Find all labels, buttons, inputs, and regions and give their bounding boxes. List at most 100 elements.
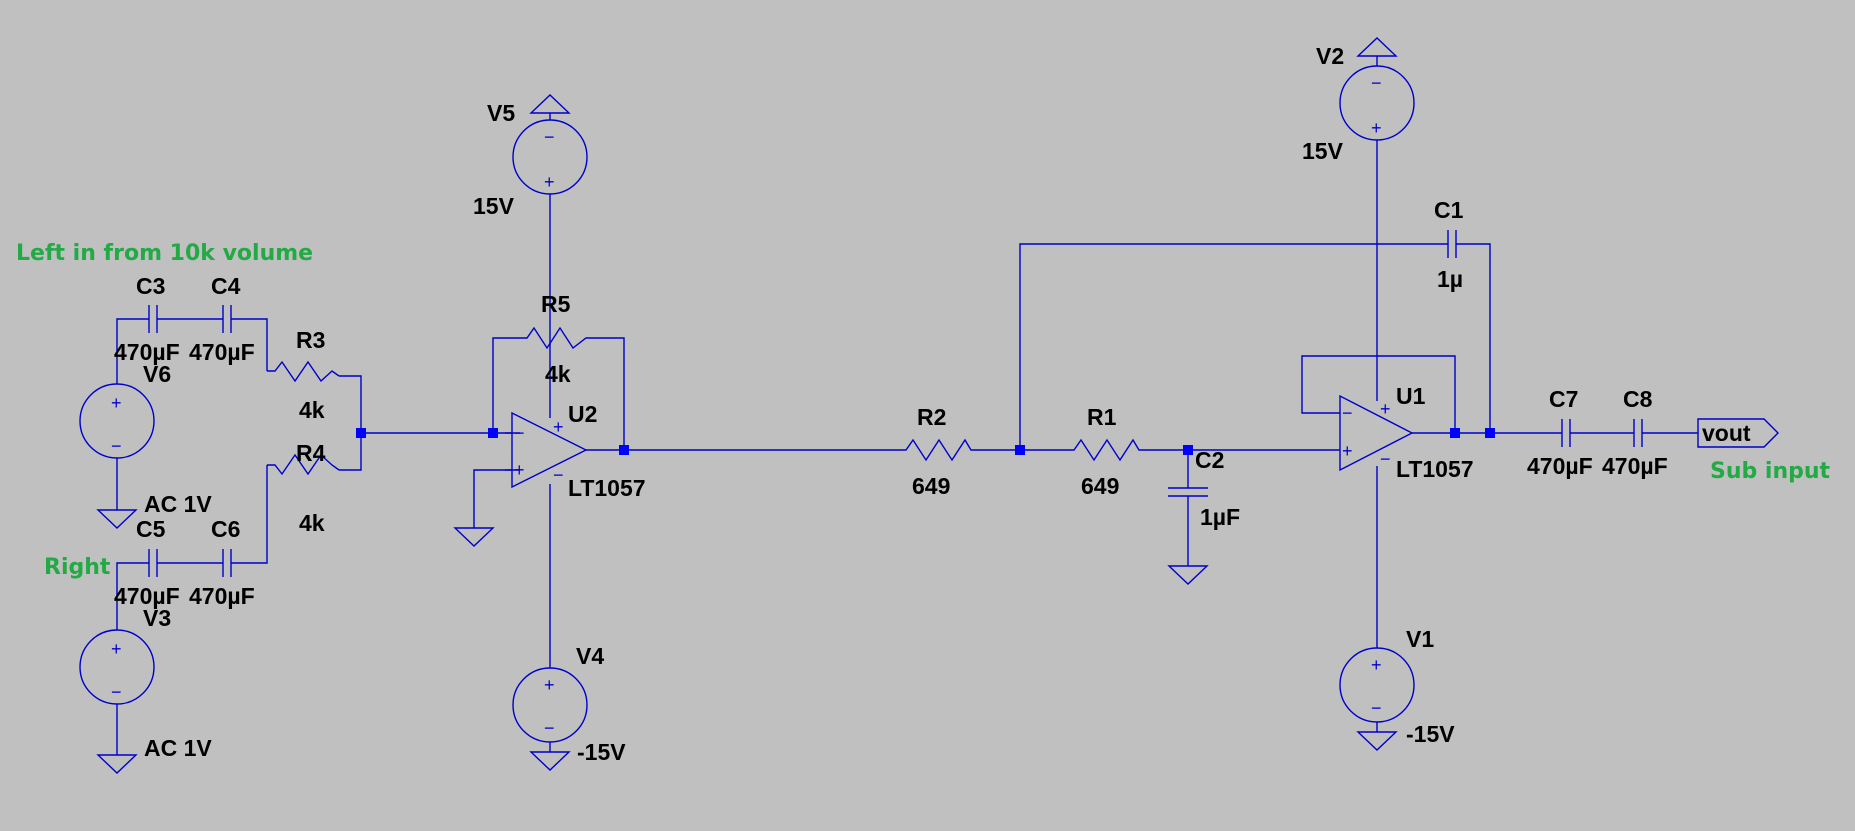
svg-text:−: − — [111, 436, 122, 456]
voltage-source-v1: + − — [1339, 647, 1415, 723]
junction-u2-out — [619, 445, 629, 455]
c4-value: 470µF — [189, 339, 255, 365]
ground-icon — [1167, 565, 1209, 585]
wire-r3-node — [339, 375, 362, 433]
voltage-source-v4: + − — [512, 667, 588, 743]
ground-icon — [529, 751, 571, 771]
wire-u2-noninv-gnd — [473, 469, 520, 528]
junction-sum — [356, 428, 366, 438]
c1-value: 1µ — [1437, 266, 1463, 292]
svg-text:−: − — [544, 127, 555, 147]
vout-label: vout — [1702, 420, 1751, 446]
v5-name: V5 — [487, 100, 515, 126]
wire-c4-r3 — [231, 318, 268, 371]
ground-icon — [453, 527, 495, 547]
svg-text:+: + — [544, 172, 555, 192]
opamp-u2: − + + − — [505, 411, 588, 489]
capacitor-c7 — [1561, 419, 1571, 447]
wire-r5-right — [593, 337, 625, 450]
resistor-r2 — [900, 438, 975, 462]
v1-value: -15V — [1406, 721, 1455, 747]
c3-value: 470µF — [114, 339, 180, 365]
voltage-source-v2: − + — [1339, 65, 1415, 141]
c5-value: 470µF — [114, 583, 180, 609]
r4-value: 4k — [299, 510, 325, 536]
opamp-u1: − + + − — [1339, 394, 1414, 472]
u1-part: LT1057 — [1396, 456, 1474, 482]
capacitor-c2 — [1168, 487, 1208, 497]
svg-text:+: + — [111, 639, 122, 659]
grounds — [96, 37, 1398, 774]
junction-c1-out — [1485, 428, 1495, 438]
u2-name: U2 — [568, 401, 597, 427]
u2-part: LT1057 — [568, 475, 646, 501]
v5-value: 15V — [473, 193, 515, 219]
resistor-r1 — [1068, 438, 1143, 462]
v4-name: V4 — [576, 643, 604, 669]
voltage-source-v3: + − — [79, 629, 155, 705]
ground-icon — [96, 509, 138, 529]
c5-name: C5 — [136, 516, 166, 542]
wire-v6-top — [116, 318, 149, 384]
comment-sub-input: Sub input — [1710, 459, 1831, 484]
wire-u1-feedback — [1301, 355, 1456, 433]
r3-name: R3 — [296, 327, 325, 353]
r4-name: R4 — [296, 440, 326, 466]
r5-name: R5 — [541, 291, 571, 317]
u1-inv-sign: − — [1342, 403, 1353, 423]
u1-name: U1 — [1396, 383, 1426, 409]
resistor-r4 — [267, 453, 340, 476]
wires — [116, 56, 1698, 755]
r2-name: R2 — [917, 404, 946, 430]
c6-name: C6 — [211, 516, 240, 542]
junctions — [356, 428, 1495, 455]
c3-name: C3 — [136, 273, 165, 299]
wire-c6-r4 — [231, 465, 268, 564]
capacitor-c5 — [148, 549, 158, 577]
r2-value: 649 — [912, 473, 950, 499]
voltage-source-v5: − + — [512, 119, 588, 195]
v3-value: AC 1V — [144, 735, 212, 761]
svg-text:−: − — [544, 718, 555, 738]
u1-vplus-sign: + — [1380, 399, 1391, 419]
c6-value: 470µF — [189, 583, 255, 609]
wire-c1-left — [1019, 243, 1448, 450]
u2-vminus-sign: − — [553, 465, 564, 485]
capacitor-c8 — [1633, 419, 1643, 447]
junction-u2-in — [488, 428, 498, 438]
ground-icon — [1356, 731, 1398, 751]
c2-name: C2 — [1195, 447, 1224, 473]
junction-u1-out — [1450, 428, 1460, 438]
u1-noninv-sign: + — [1342, 441, 1353, 461]
comment-left-input: Left in from 10k volume — [16, 241, 313, 266]
c1-name: C1 — [1434, 197, 1464, 223]
svg-text:+: + — [111, 393, 122, 413]
junction-r2-r1 — [1015, 445, 1025, 455]
v2-name: V2 — [1316, 43, 1344, 69]
junction-c2 — [1183, 445, 1193, 455]
output-port-vout: vout — [1697, 418, 1779, 448]
wire-r4-node — [339, 433, 362, 471]
capacitor-c6 — [222, 549, 232, 577]
resistor-r3 — [267, 360, 340, 383]
r1-name: R1 — [1087, 404, 1117, 430]
c4-name: C4 — [211, 273, 241, 299]
r3-value: 4k — [299, 397, 325, 423]
ground-icon — [529, 94, 571, 114]
u2-inv-sign: − — [514, 423, 525, 443]
svg-text:+: + — [544, 675, 555, 695]
resistors — [267, 326, 1143, 476]
wire-c1-right — [1456, 243, 1491, 433]
svg-text:−: − — [111, 682, 122, 702]
v1-name: V1 — [1406, 626, 1434, 652]
c8-name: C8 — [1623, 386, 1653, 412]
c7-value: 470µF — [1527, 453, 1593, 479]
resistor-r5 — [515, 326, 593, 350]
capacitor-c3 — [148, 305, 158, 333]
wire-r5-left — [492, 337, 515, 433]
voltage-source-v6: + − — [79, 383, 155, 459]
svg-text:+: + — [1371, 118, 1382, 138]
wire-v3-top — [116, 562, 149, 630]
